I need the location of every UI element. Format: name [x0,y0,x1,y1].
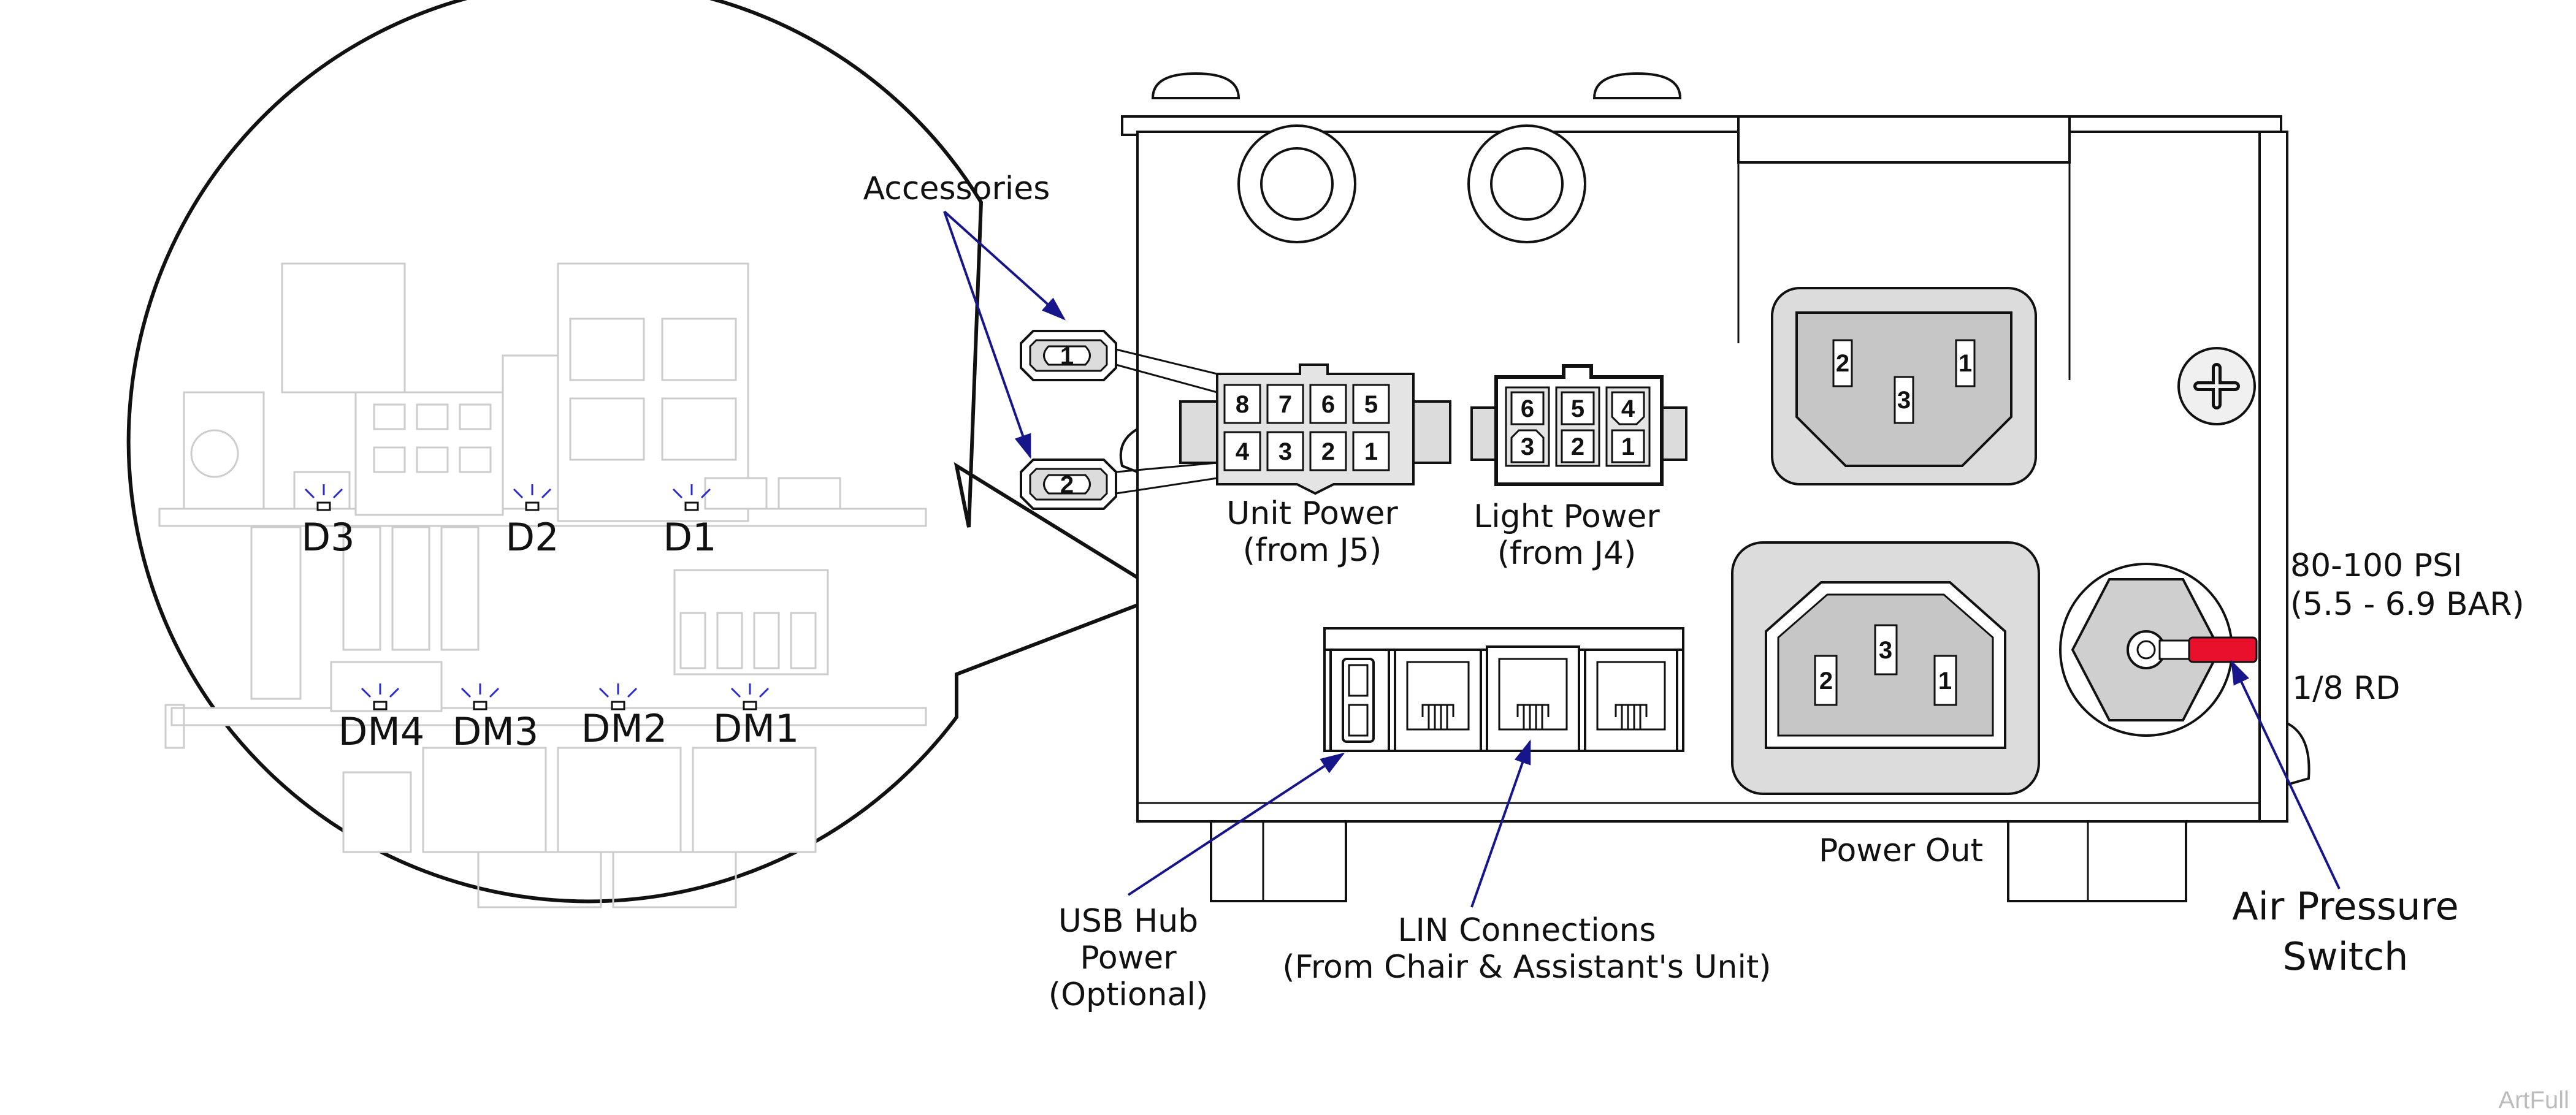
led-label-d1: D1 [663,515,716,560]
callout-labels: Accessories Unit Power (from J5) Light P… [863,170,2569,1114]
air-pressure-switch-label-line2: Switch [2283,934,2409,979]
unit-power-label: Unit Power [1226,495,1398,532]
light-power-connector: 6 5 4 3 2 1 [1470,364,1687,486]
inlet-top-pin-left: 2 [1836,350,1849,377]
light-power-pin-5: 5 [1571,395,1584,422]
led-d2 [513,484,552,511]
outlet-pin-left: 2 [1819,668,1833,694]
accessory-connector-2: 2 [1020,459,1218,510]
air-tube-red [2188,636,2258,663]
light-power-label: Light Power [1473,498,1660,535]
usb-hub-optional: (Optional) [1049,976,1208,1013]
led-label-d3: D3 [301,515,354,560]
unit-power-source: (from J5) [1243,532,1382,569]
lin-jack-1 [1394,649,1482,752]
led-labels: D3 D2 D1 DM4 DM3 DM2 DM1 [301,515,799,754]
power-out-label: Power Out [1819,832,1983,869]
usb-hub-label: USB Hub [1058,903,1198,940]
watermark: ArtFull [2498,1087,2569,1114]
led-d3 [304,484,343,511]
unit-power-pin-4: 4 [1236,438,1250,465]
led-d1 [672,484,711,511]
power-inlet-top: 2 3 1 [1771,287,2037,485]
accessory-2-pin: 2 [1060,471,1074,498]
unit-power-pin-2: 2 [1321,438,1335,465]
accessory-1-pin: 1 [1060,343,1074,370]
unit-power-pin-6: 6 [1321,391,1335,418]
lin-usb-connector-block [1323,627,1684,752]
air-pressure-switch [2059,563,2258,737]
pressure-range-bar: (5.5 - 6.9 BAR) [2290,586,2524,623]
lin-jack-2 [1486,645,1580,752]
accessories-arrow-2 [943,211,1031,459]
light-power-source: (from J4) [1497,535,1637,572]
led-label-dm3: DM3 [453,709,539,754]
inlet-top-pin-right: 1 [1959,350,1972,377]
unit-power-pin-7: 7 [1278,391,1292,418]
light-power-pin-6: 6 [1521,395,1534,422]
lin-connections-source: (From Chair & Assistant's Unit) [1282,949,1771,986]
led-label-dm1: DM1 [713,706,800,751]
unit-power-pin-3: 3 [1278,438,1292,465]
lin-arrow [1470,739,1531,908]
air-line-grommets [1237,124,1586,243]
pcb-board-drawing [158,262,927,908]
light-power-pin-1: 1 [1621,433,1635,460]
lin-connections-label: LIN Connections [1397,912,1656,949]
light-power-pin-3: 3 [1521,433,1534,460]
outlet-pin-center: 3 [1879,637,1892,664]
accessories-arrow-1 [943,210,1066,321]
mounting-screw-icon [2177,347,2256,425]
led-label-dm4: DM4 [338,709,425,754]
light-power-pin-4: 4 [1621,395,1635,422]
led-label-dm2: DM2 [581,706,668,751]
usb-hub-label-line2: Power [1080,940,1177,976]
air-switch-arrow [2231,660,2341,889]
led-indicators [304,484,770,710]
unit-power-pin-8: 8 [1236,391,1249,418]
led-dm1 [730,683,770,710]
inlet-top-pin-center: 3 [1897,387,1911,414]
pointer-arrows [943,210,2341,908]
led-dm3 [461,683,500,710]
accessories-label: Accessories [863,170,1050,207]
fitting-size-label: 1/8 RD [2292,670,2400,707]
lin-jack-3 [1584,649,1678,752]
unit-power-pin-1: 1 [1364,438,1378,465]
led-dm2 [598,683,638,710]
usb-arrow [1127,752,1345,896]
air-pressure-switch-label: Air Pressure [2232,884,2459,929]
accessory-connector-1: 1 [1020,330,1218,394]
power-outlet: 3 2 1 [1731,541,2040,795]
light-power-pin-2: 2 [1571,433,1584,460]
led-label-d2: D2 [505,515,559,560]
pressure-range-label: 80-100 PSI [2290,547,2462,584]
unit-power-pin-5: 5 [1364,391,1378,418]
outlet-pin-right: 1 [1938,668,1952,694]
unit-power-connector: 8 7 6 5 4 3 2 1 [1179,363,1451,495]
led-dm4 [361,683,400,710]
